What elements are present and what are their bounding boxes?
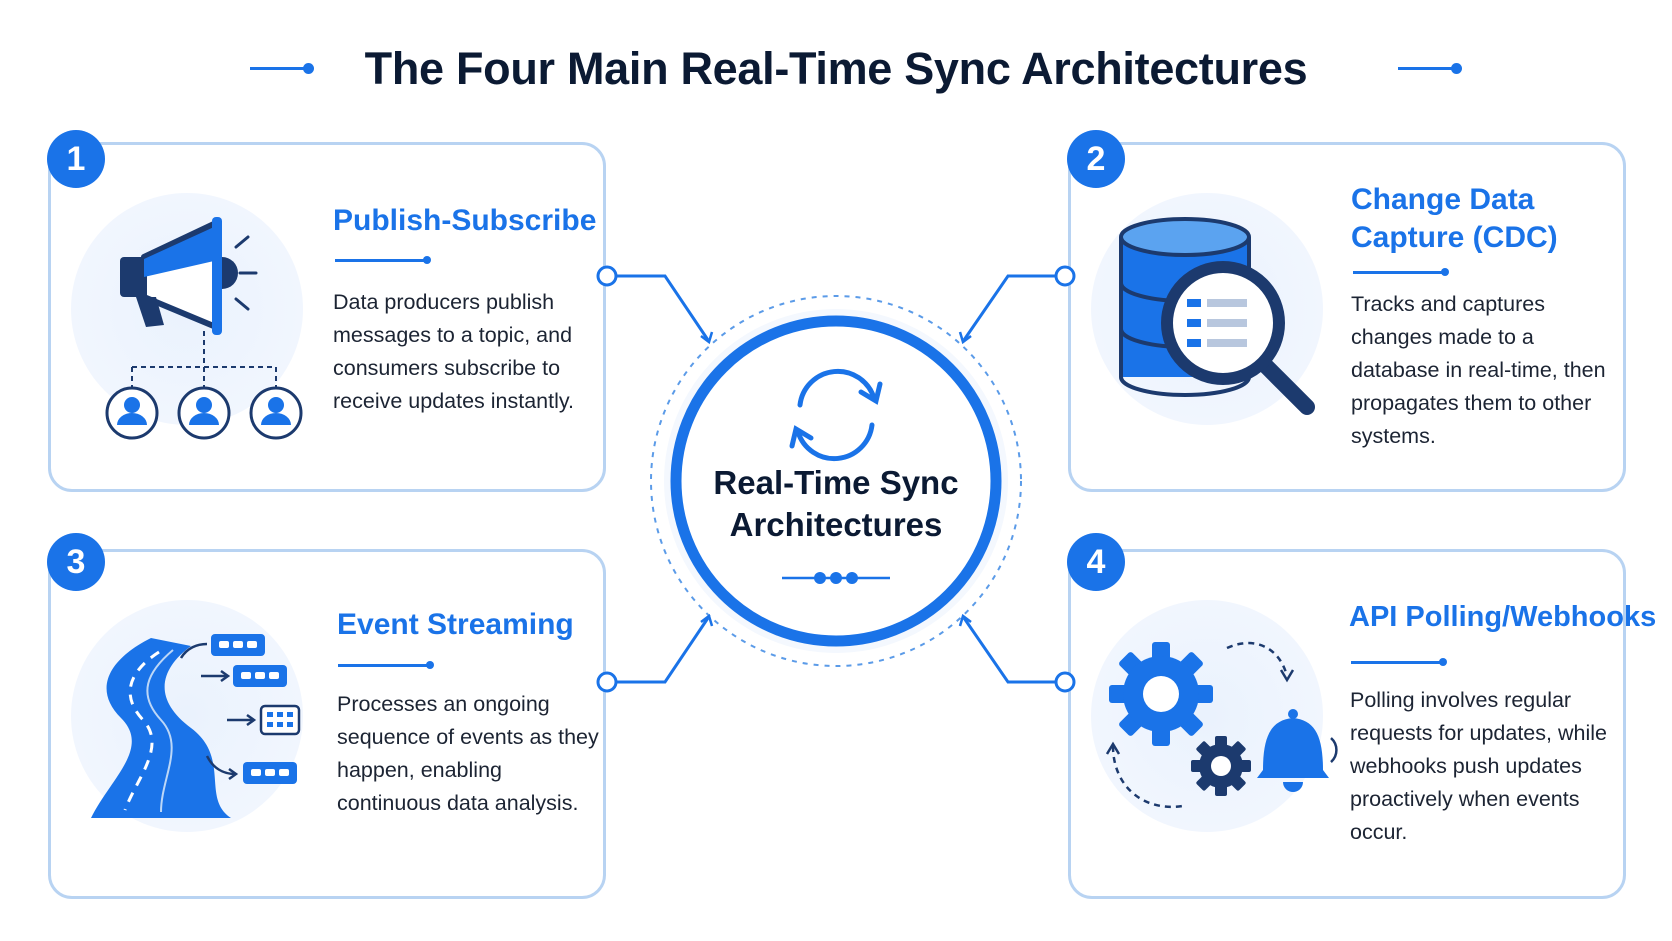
connector-4 — [962, 617, 1064, 684]
card-publish-subscribe: Publish-Subscribe Data producers publish… — [48, 142, 606, 492]
card-title: Change Data Capture (CDC) — [1351, 181, 1558, 257]
hub-text-decoration — [782, 572, 890, 584]
card-description: Data producers publish messages to a top… — [333, 290, 575, 413]
card-title-line-2: Capture (CDC) — [1351, 221, 1558, 254]
card-number-badge-4: 4 — [1067, 533, 1125, 591]
connector-2-arrow — [958, 331, 972, 345]
sync-arrows-icon — [789, 368, 883, 462]
card-number-badge-1: 1 — [47, 130, 105, 188]
card-event-streaming: Event Streaming Processes an ongoing seq… — [48, 549, 606, 899]
card-change-data-capture: Change Data Capture (CDC) Tracks and cap… — [1068, 142, 1626, 492]
title-decoration-right — [1398, 63, 1462, 74]
page-title: The Four Main Real-Time Sync Architectur… — [364, 43, 1308, 94]
small-gear-icon — [1191, 736, 1251, 796]
hub-title: Real-Time Sync Architectures — [690, 462, 982, 546]
hub-title-line-1: Real-Time Sync — [713, 464, 959, 501]
connector-1-arrow — [700, 331, 714, 345]
card-description: Tracks and captures changes made to a da… — [1351, 292, 1606, 448]
event-stream-icon — [91, 634, 301, 818]
connector-3 — [608, 617, 710, 684]
gear-icon — [1109, 642, 1213, 746]
title-decoration-left — [250, 63, 314, 74]
bell-icon — [1257, 709, 1338, 792]
title-underline — [335, 256, 431, 264]
card-api-polling-webhooks: API Polling/Webhooks Polling involves re… — [1068, 549, 1656, 899]
connector-4-arrow — [958, 613, 972, 627]
card-number-badge-2: 2 — [1067, 130, 1125, 188]
card-description: Polling involves regular requests for up… — [1350, 688, 1607, 844]
card-description: Processes an ongoing sequence of events … — [337, 692, 599, 815]
title-area: The Four Main Real-Time Sync Architectur… — [0, 34, 1672, 104]
title-underline — [1353, 268, 1449, 276]
title-underline — [338, 661, 434, 669]
database-magnifier-icon — [1119, 217, 1315, 415]
card-title-line-1: Change Data — [1351, 183, 1535, 216]
connector-2 — [962, 274, 1064, 341]
title-underline — [1351, 658, 1447, 666]
hub-title-line-2: Architectures — [729, 506, 943, 543]
gears-bell-icon — [1105, 641, 1338, 809]
card-title: API Polling/Webhooks — [1349, 601, 1657, 633]
connector-1 — [608, 274, 710, 341]
card-title: Event Streaming — [337, 608, 574, 641]
card-title: Publish-Subscribe — [333, 204, 597, 237]
card-number-badge-3: 3 — [47, 533, 105, 591]
connector-3-arrow — [700, 613, 714, 627]
megaphone-subscribers-icon — [105, 217, 303, 440]
